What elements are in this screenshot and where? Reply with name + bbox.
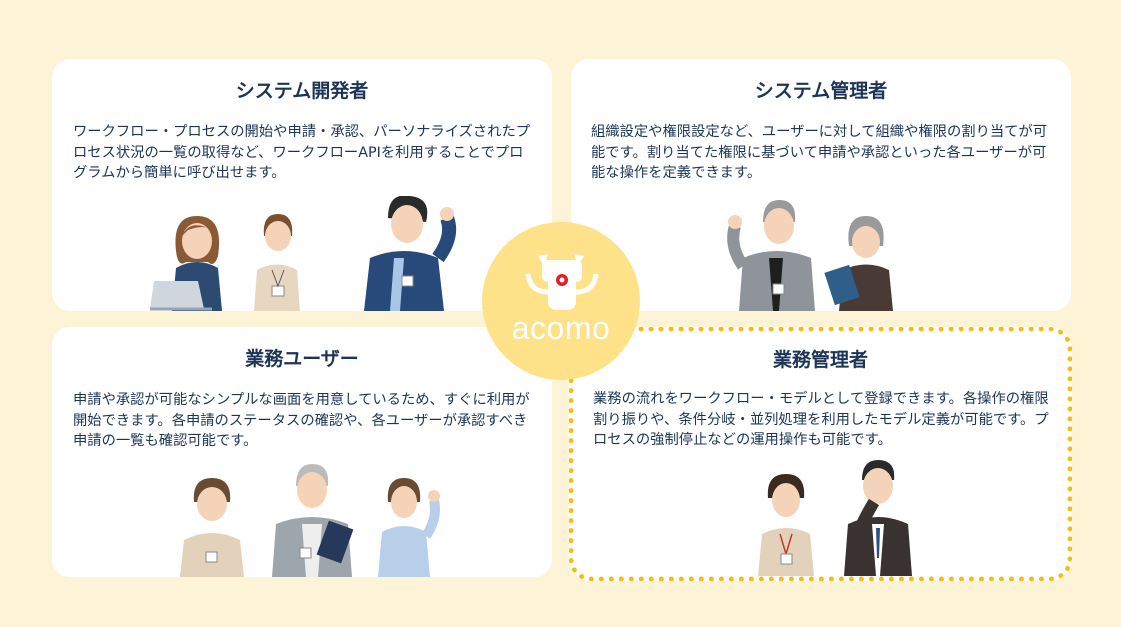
man-thinking-figure — [844, 460, 912, 576]
woman-pointing-figure — [378, 478, 440, 577]
card-description: ワークフロー・プロセスの開始や申請・承認、パーソナライズされたプロセス状況の一覧… — [73, 124, 531, 181]
man-pointing-figure — [364, 196, 457, 311]
card-title: 業務管理者 — [772, 349, 868, 371]
logo-text: acomo — [511, 310, 611, 346]
card-title: システム開発者 — [235, 80, 369, 102]
man-gray-suit-figure — [727, 200, 815, 311]
card-description: 業務の流れをワークフロー・モデルとして登録できます。各操作の権限割り振りや、条件… — [593, 391, 1049, 448]
bizadmin-people-illustration — [758, 460, 912, 576]
card-description: 申請や承認が可能なシンプルな画面を用意しているため、すぐに利用が開始できます。各… — [73, 392, 530, 449]
woman-notebook-figure — [824, 216, 893, 311]
card-business-user: 業務ユーザー 申請や承認が可能なシンプルな画面を用意しているため、すぐに利用が開… — [52, 327, 552, 577]
card-title: 業務ユーザー — [245, 348, 359, 370]
acomo-logo: acomo — [482, 222, 640, 380]
business-user-people-illustration — [180, 464, 440, 577]
card-business-admin: 業務管理者 業務の流れをワークフロー・モデルとして登録できます。各操作の権限割り… — [569, 327, 1072, 581]
older-man-figure — [272, 464, 354, 577]
sysadmin-people-illustration — [727, 200, 893, 311]
woman-laptop-figure — [150, 216, 222, 311]
card-description: 組織設定や権限設定など、ユーザーに対して組織や権限の割り当てが可能です。割り当て… — [591, 124, 1048, 181]
developer-people-illustration — [150, 196, 457, 311]
woman-beige-figure — [254, 214, 300, 311]
woman-glasses-figure — [180, 478, 244, 577]
robot-gear-icon — [525, 254, 599, 310]
woman-lanyard-figure — [758, 474, 814, 576]
card-title: システム管理者 — [754, 80, 888, 102]
card-system-admin: システム管理者 組織設定や権限設定など、ユーザーに対して組織や権限の割り当てが可… — [571, 59, 1071, 311]
card-system-developer: システム開発者 ワークフロー・プロセスの開始や申請・承認、パーソナライズされたプ… — [52, 59, 552, 311]
